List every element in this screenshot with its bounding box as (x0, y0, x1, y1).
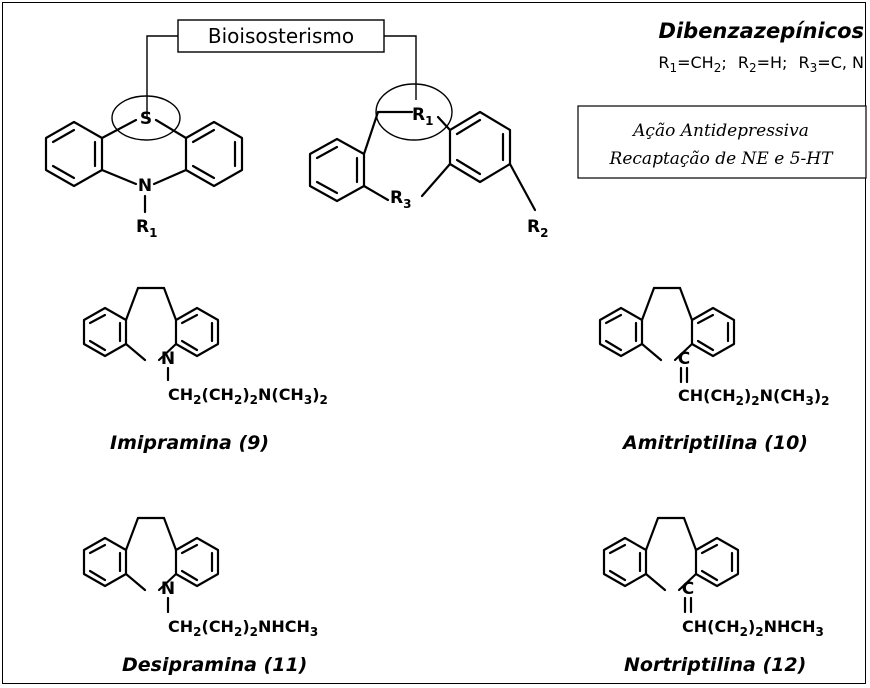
action-line-2: Recaptação de NE e 5-HT (609, 149, 835, 169)
compound-name: Desipramina (11) (122, 654, 307, 676)
side-chain: CH2(CH2)2NHCH3 (168, 617, 318, 639)
r1-highlight (375, 83, 453, 141)
r3-label: R3 (390, 188, 411, 211)
compound-nortriptilina: C CH(CH2)2NHCH3 Nortriptilina (12) (602, 516, 824, 676)
compound-desipramina: N CH2(CH2)2NHCH3 Desipramina (11) (82, 516, 318, 676)
compound-imipramina: N CH2(CH2)2N(CH3)2 Imipramina (9) (82, 286, 328, 454)
connector-left (146, 35, 178, 117)
bioisosterism-label: Bioisosterismo (208, 24, 354, 48)
action-line-1: Ação Antidepressiva (631, 121, 809, 141)
sulfur-atom: S (140, 109, 152, 129)
class-title: Dibenzazepínicos (659, 19, 864, 43)
center-atom: N (161, 349, 175, 369)
r1-label: R1 (412, 105, 433, 128)
connector-right (384, 35, 417, 100)
compound-amitriptilina: C CH(CH2)2N(CH3)2 Amitriptilina (10) (598, 286, 829, 454)
action-box (577, 105, 867, 179)
substituent-definitions: R1=CH2; R2=H; R3=C, N (658, 53, 864, 75)
side-chain: CH(CH2)2N(CH3)2 (678, 386, 829, 408)
compound-name: Imipramina (9) (110, 432, 269, 454)
center-atom: C (682, 579, 694, 599)
nitrogen-atom: N (138, 176, 152, 196)
dibenz-core-structure: R1 R3 R2 (308, 83, 548, 240)
compound-name: Nortriptilina (12) (624, 654, 806, 676)
side-chain: CH2(CH2)2N(CH3)2 (168, 385, 328, 407)
r1-substituent: R1 (136, 217, 157, 240)
side-chain: CH(CH2)2NHCH3 (682, 617, 824, 639)
r2-label: R2 (527, 217, 548, 240)
compound-name: Amitriptilina (10) (621, 432, 808, 454)
bioisosterism-box (177, 19, 385, 53)
phenothiazine-structure: S N R1 (44, 95, 244, 240)
center-atom: C (678, 349, 690, 369)
center-atom: N (161, 579, 175, 599)
bioisosterism-group: Bioisosterismo (146, 19, 417, 117)
sulfur-highlight (111, 95, 181, 141)
